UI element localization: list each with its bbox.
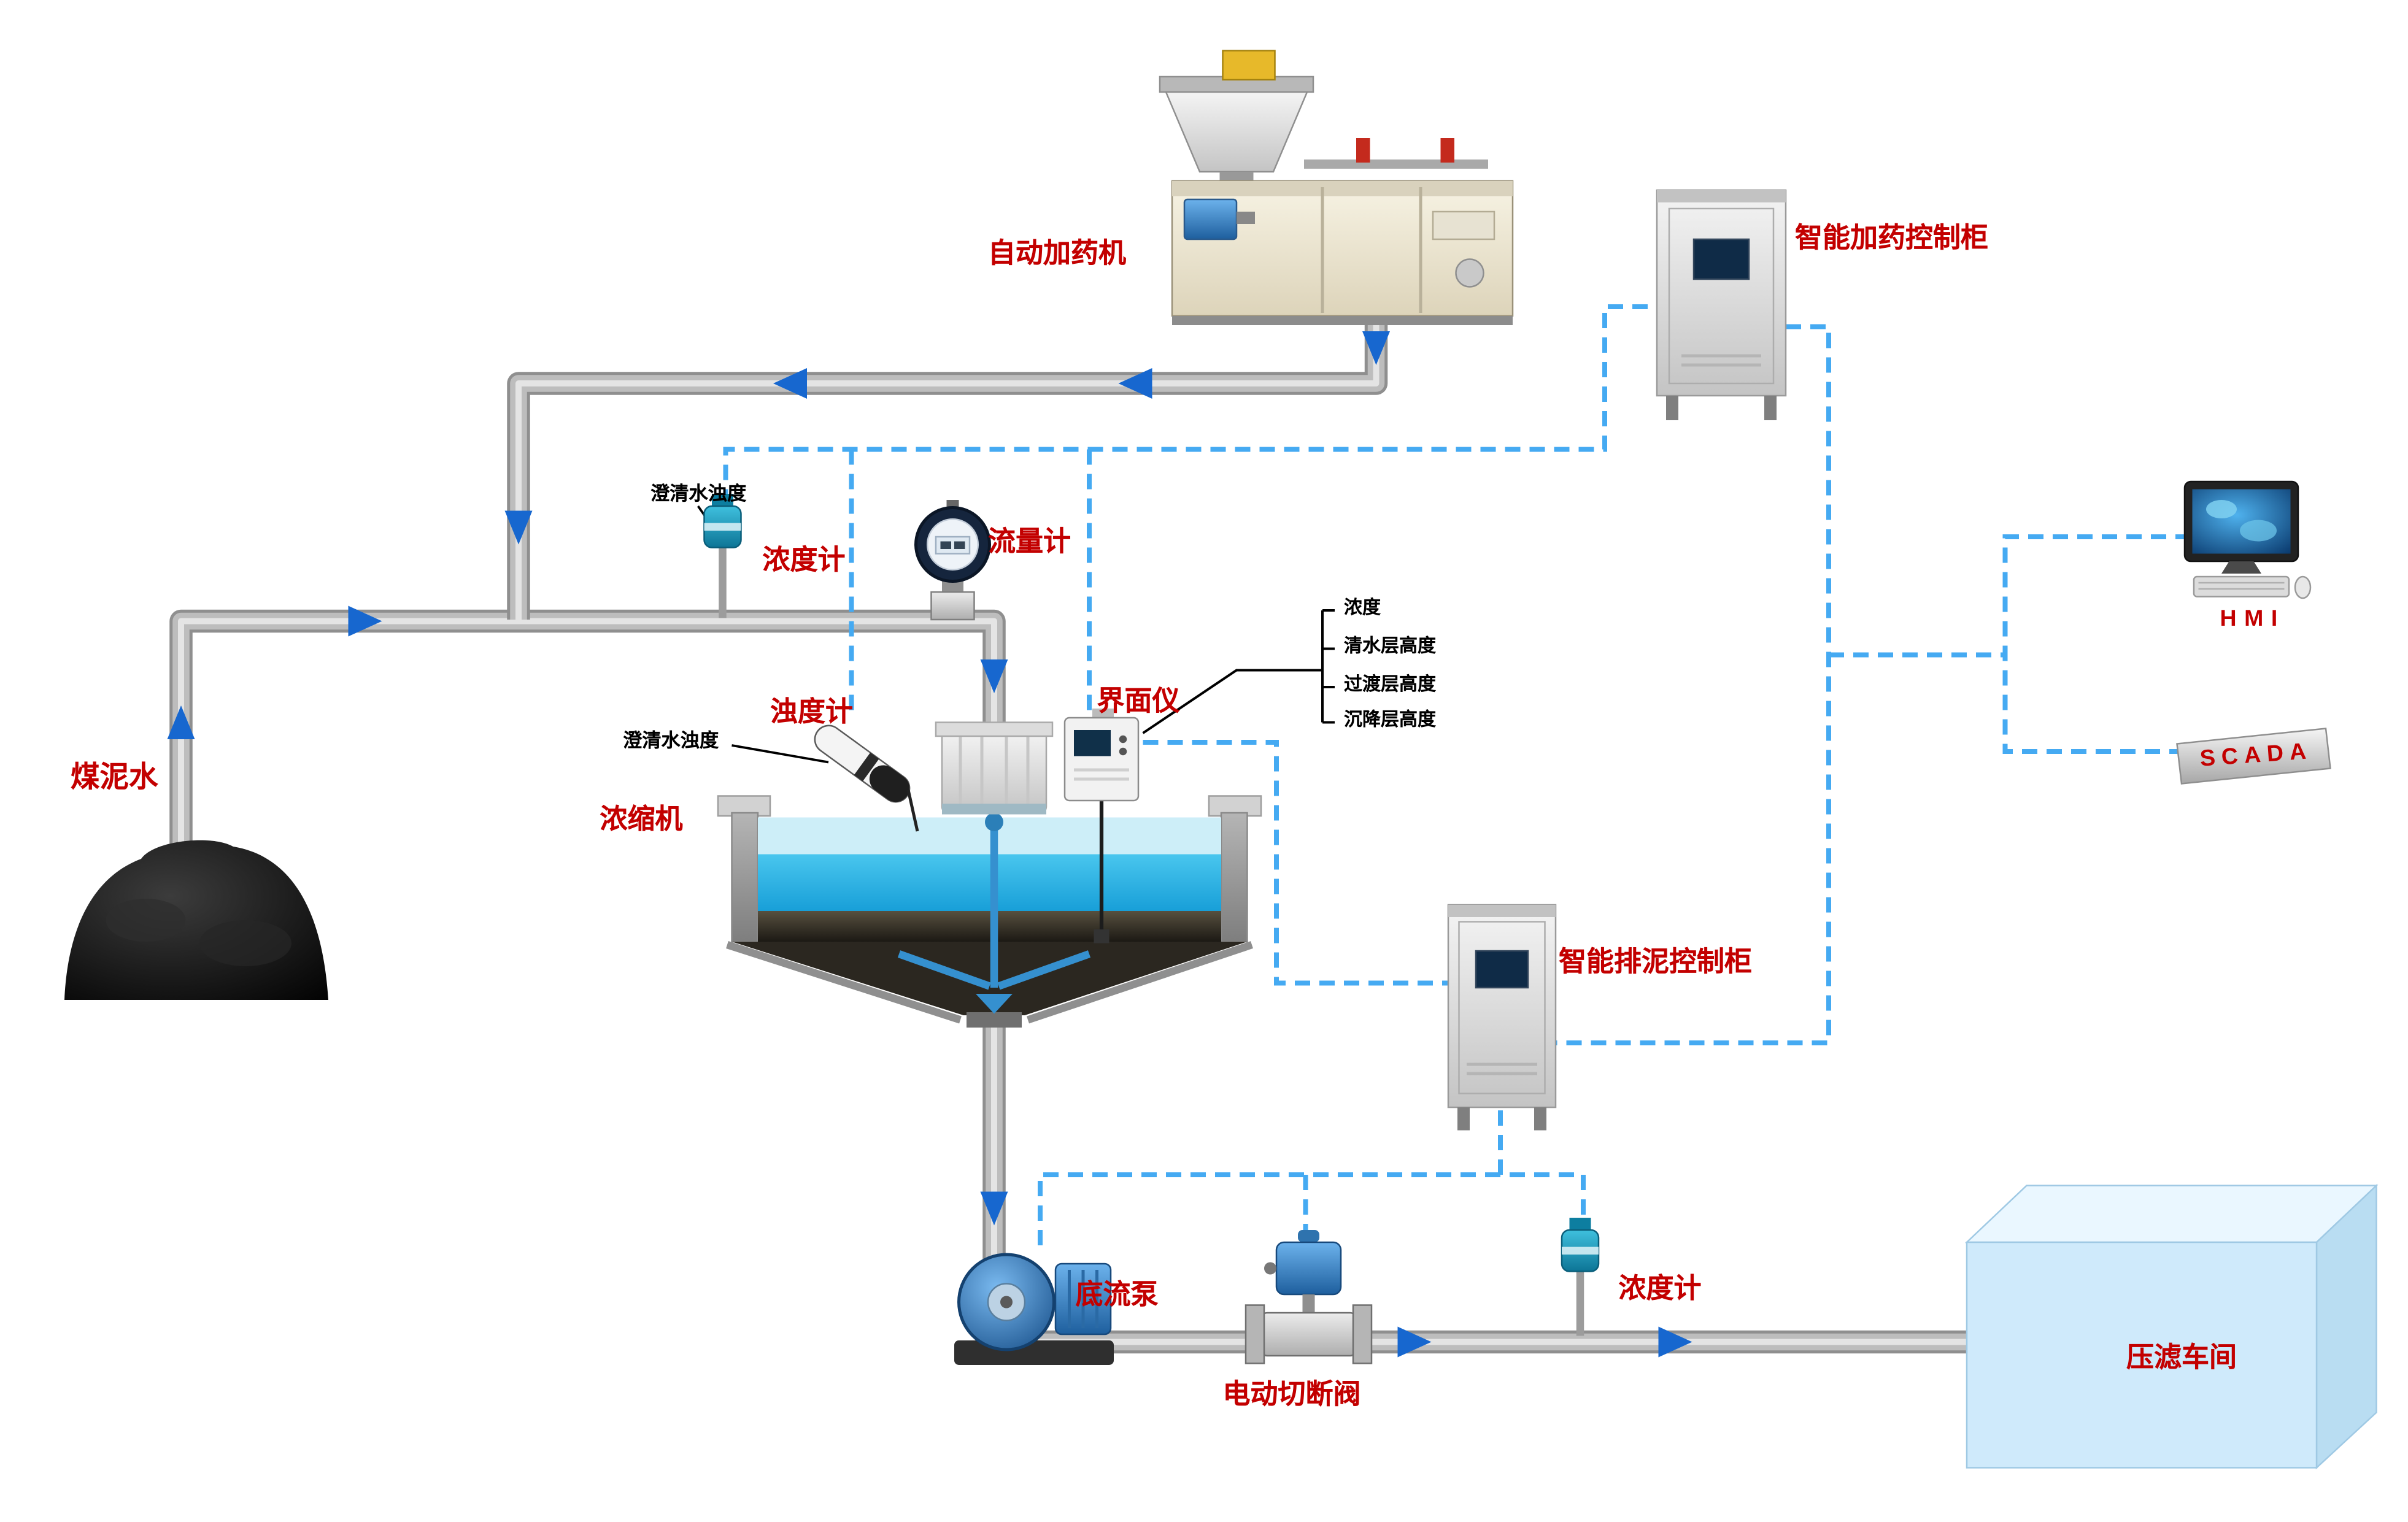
cabinet-screen <box>1692 238 1750 280</box>
mouse <box>2294 575 2312 599</box>
flow-arrows <box>167 331 1692 1358</box>
signal-field-bus <box>1038 1172 1586 1245</box>
flow-arrow-down <box>980 659 1008 693</box>
signal-dosing-loop <box>723 304 1657 529</box>
interface-reading-clear-water-height: 清水层高度 <box>1344 635 1437 656</box>
hmi-terminal <box>2183 480 2312 599</box>
hopper-cap <box>1222 50 1276 81</box>
dosing-control-cabinet-device <box>1656 189 1787 420</box>
signal-dashed-lines <box>723 304 2191 1245</box>
dosing-machine <box>1159 50 1514 325</box>
label-electric-shutoff-valve: 电动切断阀 <box>1222 1378 1361 1410</box>
signal-hmi-scada-links <box>2002 534 2191 754</box>
flow-arrow-right <box>1397 1326 1432 1358</box>
label-dosing-machine: 自动加药机 <box>988 237 1126 269</box>
cabinet-screen <box>1475 950 1529 989</box>
rake-mechanism <box>897 813 1091 1014</box>
label-turbidity-meter: 浊度计 <box>770 696 853 727</box>
flow-arrow-left <box>773 368 807 399</box>
flow-meter-device <box>914 500 991 621</box>
label-filter-press-workshop: 压滤车间 <box>2126 1342 2237 1373</box>
feedwell <box>935 721 1054 815</box>
sludge-control-cabinet-device <box>1447 904 1557 1131</box>
underflow-pump-device <box>954 1253 1114 1365</box>
label-flow-meter: 流量计 <box>988 526 1071 557</box>
label-concentration-meter-top: 浓度计 <box>762 544 846 575</box>
turbidity-meter-device <box>731 724 919 832</box>
label-clarified-water-turbidity-mid: 澄清水浊度 <box>623 730 719 751</box>
coal-pile <box>64 840 328 1000</box>
valve-body <box>1260 1312 1357 1357</box>
label-thickener: 浓缩机 <box>600 804 683 834</box>
label-interface-meter: 界面仪 <box>1097 685 1180 717</box>
signal-cabinet1-bus <box>1556 324 1831 1045</box>
flow-arrow-up <box>167 705 195 739</box>
concentration-sensor-top <box>697 494 742 618</box>
interface-meter-device <box>1063 709 1140 944</box>
flow-arrow-left <box>1118 368 1152 399</box>
signal-interface-to-sludge-cabinet <box>1143 740 1448 986</box>
thickener-tank <box>717 721 1262 1028</box>
meter-display <box>1074 730 1111 756</box>
label-concentration-meter-bottom: 浓度计 <box>1618 1273 1702 1304</box>
valve-actuator <box>1275 1241 1342 1296</box>
label-coal-slurry-water: 煤泥水 <box>71 762 158 794</box>
label-sludge-control-cabinet: 智能排泥控制柜 <box>1559 946 1752 977</box>
label-dosing-control-cabinet: 智能加药控制柜 <box>1795 222 1988 253</box>
water-layer <box>758 854 1221 911</box>
interface-reading-transition-height: 过渡层高度 <box>1344 673 1437 695</box>
sediment-layer <box>758 911 1221 942</box>
concentration-sensor-bottom <box>1561 1218 1600 1336</box>
funnel <box>731 942 1248 1015</box>
flow-arrow-down <box>1362 331 1390 365</box>
label-hmi: HMI <box>2220 605 2285 632</box>
label-underflow-pump: 底流泵 <box>1075 1279 1159 1310</box>
scada-badge <box>2176 728 2331 785</box>
interface-readings-bracket <box>1142 609 1335 734</box>
electric-valve-device <box>1245 1230 1373 1364</box>
flow-arrow-down <box>980 1191 1008 1226</box>
flow-arrow-down <box>504 510 533 545</box>
flow-arrow-right <box>348 605 382 637</box>
interface-reading-settling-height: 沉降层高度 <box>1344 709 1437 730</box>
flow-arrow-right <box>1658 1326 1692 1358</box>
keyboard <box>2193 575 2290 598</box>
label-clarified-water-turbidity-top: 澄清水浊度 <box>650 483 747 505</box>
filter-press-building <box>1964 1183 2379 1470</box>
interface-reading-concentration: 浓度 <box>1344 596 1381 618</box>
